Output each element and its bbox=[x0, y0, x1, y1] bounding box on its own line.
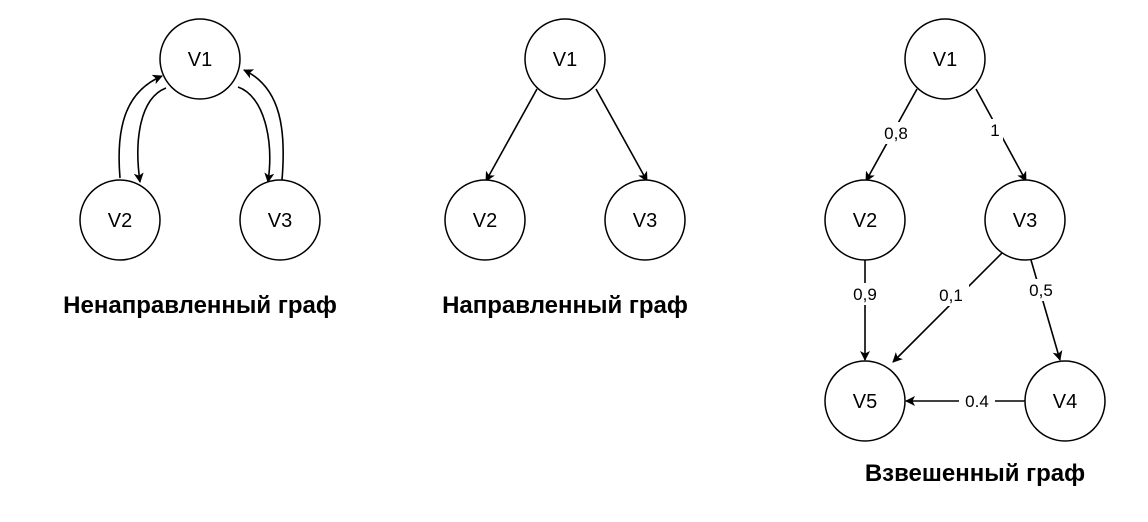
weight-v2-v5: 0,9 bbox=[853, 285, 877, 304]
weight-label-v3-v5: 0,1 bbox=[933, 284, 969, 306]
weight-v3-v5: 0,1 bbox=[939, 286, 963, 305]
edge-v3-v4 bbox=[1030, 259, 1063, 361]
node-v1: V1 bbox=[524, 18, 606, 100]
caption-undirected: Ненаправленный граф bbox=[63, 292, 337, 319]
node-v4-label: V4 bbox=[1053, 391, 1077, 413]
node-v1-label: V1 bbox=[188, 49, 212, 71]
node-v2-label: V2 bbox=[853, 210, 877, 232]
node-v4: V4 bbox=[1024, 360, 1106, 442]
directed-graph: V1 V2 V3 Направленный граф bbox=[442, 18, 688, 319]
node-v1: V1 bbox=[904, 18, 986, 100]
node-v2: V2 bbox=[79, 179, 161, 261]
node-v3: V3 bbox=[984, 179, 1066, 261]
weight-v4-v5: 0.4 bbox=[965, 392, 989, 411]
weight-v1-v3: 1 bbox=[990, 121, 999, 140]
edge-v3-v5 bbox=[892, 251, 1004, 363]
node-v3: V3 bbox=[239, 179, 321, 261]
edge-v1-v2 bbox=[485, 88, 538, 182]
weight-v3-v4: 0,5 bbox=[1029, 281, 1053, 300]
node-v3-label: V3 bbox=[1013, 210, 1037, 232]
edge-v1-v3 bbox=[237, 86, 275, 183]
edge-v1-v2 bbox=[133, 87, 167, 183]
weight-label-v4-v5: 0.4 bbox=[959, 391, 995, 413]
node-v3-label: V3 bbox=[268, 210, 292, 232]
node-v1-label: V1 bbox=[933, 49, 957, 71]
weight-label-v1-v3: 1 bbox=[987, 119, 1003, 141]
node-v2: V2 bbox=[824, 179, 906, 261]
node-v1: V1 bbox=[159, 18, 241, 100]
weight-label-v3-v4: 0,5 bbox=[1023, 279, 1059, 301]
weight-label-v1-v2: 0,8 bbox=[878, 122, 914, 144]
node-v5: V5 bbox=[824, 360, 906, 442]
edge-v2-v1 bbox=[118, 74, 163, 179]
edge-v1-v3 bbox=[595, 88, 648, 182]
node-v3: V3 bbox=[604, 179, 686, 261]
undirected-graph: V1 V2 V3 Ненаправленный граф bbox=[63, 18, 337, 319]
node-v2-label: V2 bbox=[473, 210, 497, 232]
weight-v1-v2: 0,8 bbox=[884, 124, 908, 143]
node-v5-label: V5 bbox=[853, 391, 877, 413]
weight-label-v2-v5: 0,9 bbox=[847, 283, 883, 305]
node-v1-label: V1 bbox=[553, 49, 577, 71]
node-v2-label: V2 bbox=[108, 210, 132, 232]
caption-weighted: Взвешенный граф bbox=[865, 460, 1085, 487]
node-v2: V2 bbox=[444, 179, 526, 261]
edge-v3-v1 bbox=[243, 69, 285, 181]
weighted-graph: 0,8 1 0,9 0,1 0,5 0.4 V1 V2 bbox=[824, 18, 1106, 487]
node-v3-label: V3 bbox=[633, 210, 657, 232]
caption-directed: Направленный граф bbox=[442, 292, 688, 319]
